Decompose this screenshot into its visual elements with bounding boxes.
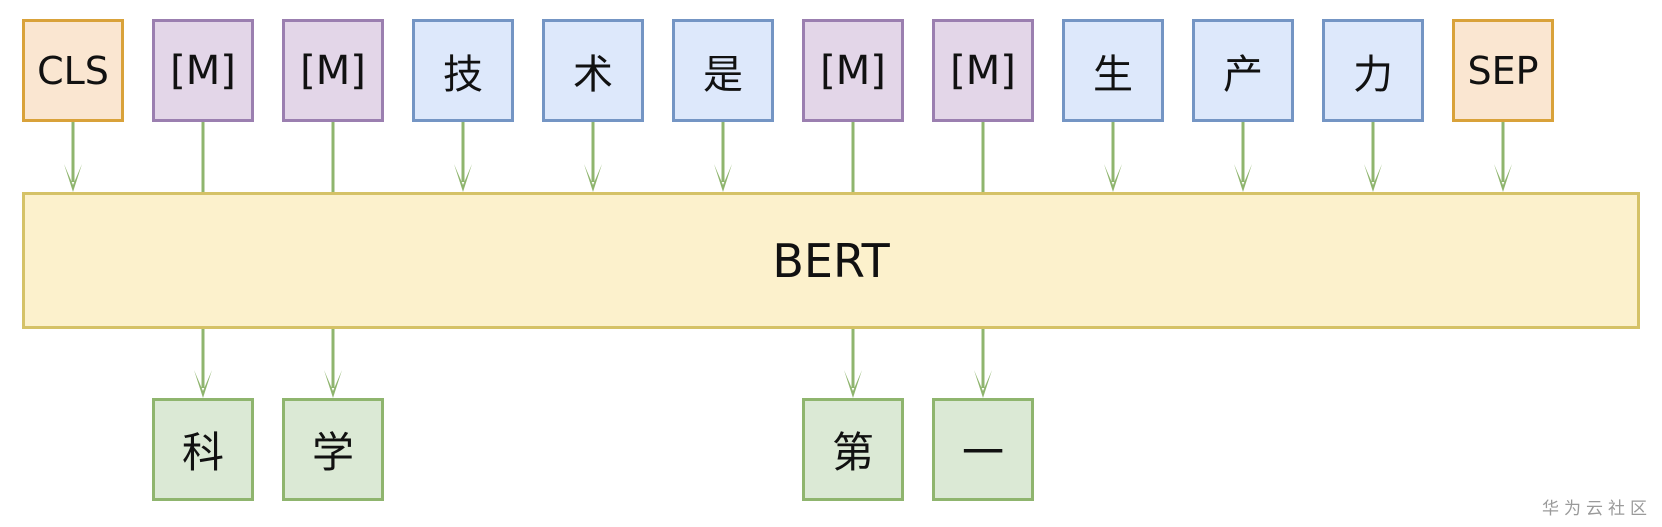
input-token: CLS: [22, 19, 124, 122]
input-token: 生: [1062, 19, 1164, 122]
input-token: 是: [672, 19, 774, 122]
input-token: 产: [1192, 19, 1294, 122]
output-token: 科: [152, 398, 254, 501]
output-arrowhead: [974, 370, 992, 398]
input-token: SEP: [1452, 19, 1554, 122]
input-token: [M]: [152, 19, 254, 122]
watermark: 华为云社区: [1542, 499, 1652, 519]
output-arrowhead: [844, 370, 862, 398]
output-token: 学: [282, 398, 384, 501]
input-arrowhead: [714, 164, 732, 192]
output-token: 第: [802, 398, 904, 501]
input-arrowhead: [1364, 164, 1382, 192]
input-arrowhead: [64, 164, 82, 192]
input-token: [M]: [802, 19, 904, 122]
input-token: 技: [412, 19, 514, 122]
output-arrowhead: [194, 370, 212, 398]
output-arrowhead: [324, 370, 342, 398]
input-arrowhead: [1494, 164, 1512, 192]
input-token: 术: [542, 19, 644, 122]
input-token: [M]: [932, 19, 1034, 122]
input-arrowhead: [584, 164, 602, 192]
input-token: [M]: [282, 19, 384, 122]
input-token: 力: [1322, 19, 1424, 122]
input-arrowhead: [1234, 164, 1252, 192]
input-arrowhead: [454, 164, 472, 192]
output-token: 一: [932, 398, 1034, 501]
bert-model-block: BERT: [22, 192, 1640, 329]
input-arrowhead: [1104, 164, 1122, 192]
